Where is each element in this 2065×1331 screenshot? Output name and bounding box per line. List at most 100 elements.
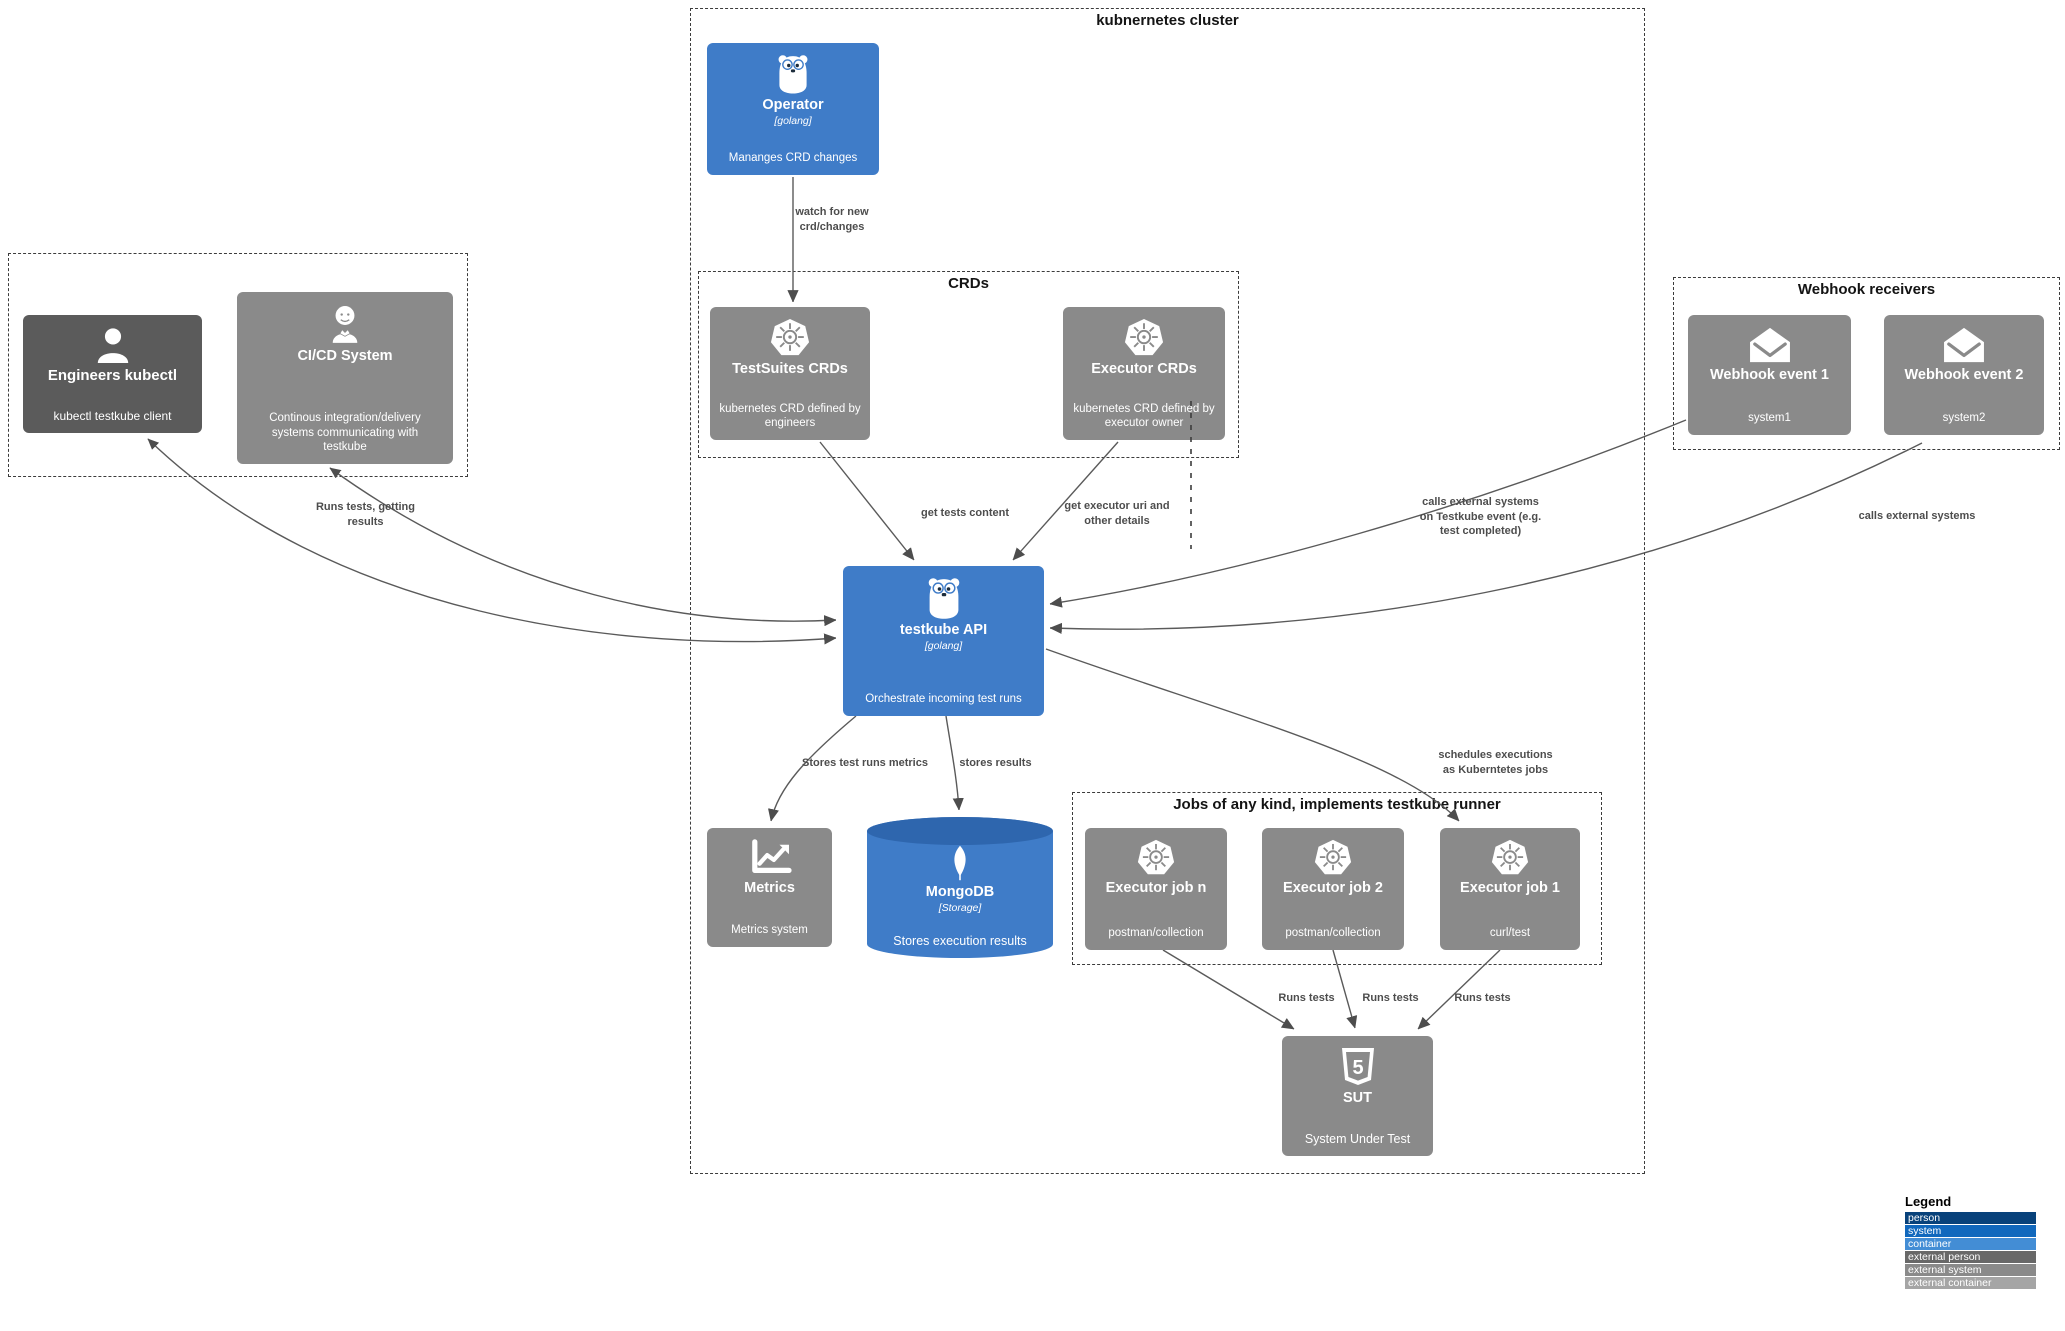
person-icon [93,326,133,364]
envelope-icon [1942,326,1986,364]
node-title: Executor job 2 [1283,880,1383,896]
node-desc: postman/collection [1285,927,1381,940]
edge-api-to-metrics [771,715,857,821]
node-tech: [Storage] [938,901,982,914]
edge-testsuites-to-api [819,441,915,560]
node-desc: system2 [1942,412,1986,425]
node-title: Operator [762,97,824,113]
gopher-icon [776,54,810,94]
edge-label-stores-test-runs-metrics: Stores test runs metrics [802,757,928,769]
node-desc: Continous integration/delivery systems c… [269,411,421,454]
edge-executorcrds-to-api [1012,441,1119,560]
edge-label-runs-tests-2: Runs tests [1362,992,1419,1004]
node-metrics: Metrics Metrics system [707,828,832,947]
node-webhook-event-1: Webhook event 1 system1 [1688,315,1851,435]
node-title: MongoDB [925,884,995,900]
group-title-kubernetes-cluster: kubnernetes cluster [1096,12,1239,29]
node-webhook-event-2: Webhook event 2 system2 [1884,315,2044,435]
node-testkube-api: testkube API [golang] Orchestrate incomi… [843,566,1044,716]
node-desc: kubernetes CRD defined by executor owner [1073,402,1215,430]
jenkins-icon [328,303,362,345]
kubernetes-icon [1123,318,1165,358]
group-crds: CRDs [698,271,1239,458]
node-desc: postman/collection [1108,927,1204,940]
group-title-crds: CRDs [948,275,989,292]
edge-label-schedules-executions: schedules executions as Kuberntetes jobs [1438,749,1553,776]
node-desc: Orchestrate incoming test runs [865,693,1022,706]
node-title: testkube API [899,622,988,638]
chart-icon [748,839,792,877]
group-webhook-receivers: Webhook receivers [1673,277,2060,450]
mongodb-leaf-icon [948,845,972,881]
node-cicd-system: CI/CD System Continous integration/deliv… [237,292,453,464]
edge-label-runs-tests-getting-results: Runs tests, getting results [315,501,415,528]
edge-api-to-job1 [1045,648,1460,821]
node-title: Metrics [744,880,795,896]
edge-engineers-api-bidirectional [148,438,837,642]
edge-label-calls-external-systems: calls external systems [1858,510,1976,522]
group-title-webhook-receivers: Webhook receivers [1797,281,1936,298]
edge-label-get-executor-uri: get executor uri and other details [1064,500,1170,527]
node-executor-job-n: Executor job n postman/collection [1085,828,1227,950]
edge-label-calls-external-on-event: calls external systems on Testkube event… [1419,496,1542,538]
edge-cicd-api-bidirectional [330,467,837,621]
node-desc: curl/test [1489,927,1531,940]
legend-row: external container [1905,1276,2036,1290]
node-title: Engineers kubectl [47,367,178,384]
legend-row: external person [1905,1250,2036,1264]
node-title: Webhook event 1 [1710,367,1829,383]
node-tech: [golang] [924,639,963,652]
node-desc: System Under Test [1304,1132,1411,1146]
node-title: SUT [1343,1090,1372,1106]
node-sut: 5 SUT System Under Test [1282,1036,1433,1156]
legend-row: container [1905,1237,2036,1251]
envelope-icon [1748,326,1792,364]
edge-label-runs-tests-3: Runs tests [1454,992,1511,1004]
edge-label-watch-for-new-crd: watch for new crd/changes [795,206,869,233]
edge-label-get-tests-content: get tests content [920,507,1009,519]
node-executor-crds: Executor CRDs kubernetes CRD defined by … [1063,307,1225,440]
legend-title: Legend [1905,1194,1952,1209]
node-title: TestSuites CRDs [732,361,848,377]
node-desc: Stores execution results [893,934,1027,948]
node-title: Executor CRDs [1091,361,1197,377]
node-desc: Metrics system [731,924,808,937]
edge-webhook1-api [1050,419,1687,604]
node-desc: Mananges CRD changes [728,152,858,165]
cylinder-shape [867,817,1053,958]
edge-job2-to-sut [1332,949,1355,1028]
legend-row: external system [1905,1263,2036,1277]
node-title: Webhook event 2 [1904,367,2024,383]
gopher-icon [926,577,962,619]
edge-job1-to-sut [1418,949,1501,1030]
node-desc: kubernetes CRD defined by engineers [719,402,861,430]
html5-shield-icon: 5 [1340,1047,1376,1087]
group-title-jobs: Jobs of any kind, implements testkube ru… [1173,796,1501,813]
node-executor-job-1: Executor job 1 curl/test [1440,828,1580,950]
node-testsuites-crds: TestSuites CRDs kubernetes CRD defined b… [710,307,870,440]
edge-webhook2-api [1049,442,1923,629]
kubernetes-icon [769,318,811,358]
node-desc: kubectl testkube client [53,408,172,423]
edge-jobn-to-sut [1162,949,1294,1030]
edge-api-to-mongodb [945,715,959,811]
node-tech: [golang] [774,114,812,127]
html5-digit: 5 [1352,1057,1363,1079]
kubernetes-icon [1490,839,1530,877]
node-title: Executor job 1 [1460,880,1560,896]
node-mongodb: MongoDB [Storage] Stores execution resul… [867,817,1053,958]
edge-label-runs-tests-1: Runs tests [1278,992,1335,1004]
node-title: CI/CD System [297,348,393,364]
node-operator: Operator [golang] Mananges CRD changes [707,43,879,175]
edge-label-stores-results: stores results [959,757,1032,769]
legend-row: system [1905,1224,2036,1238]
node-executor-job-2: Executor job 2 postman/collection [1262,828,1404,950]
node-desc: system1 [1748,412,1791,425]
kubernetes-icon [1136,839,1176,877]
legend-row: person [1905,1212,2036,1225]
node-title: Executor job n [1105,880,1207,896]
